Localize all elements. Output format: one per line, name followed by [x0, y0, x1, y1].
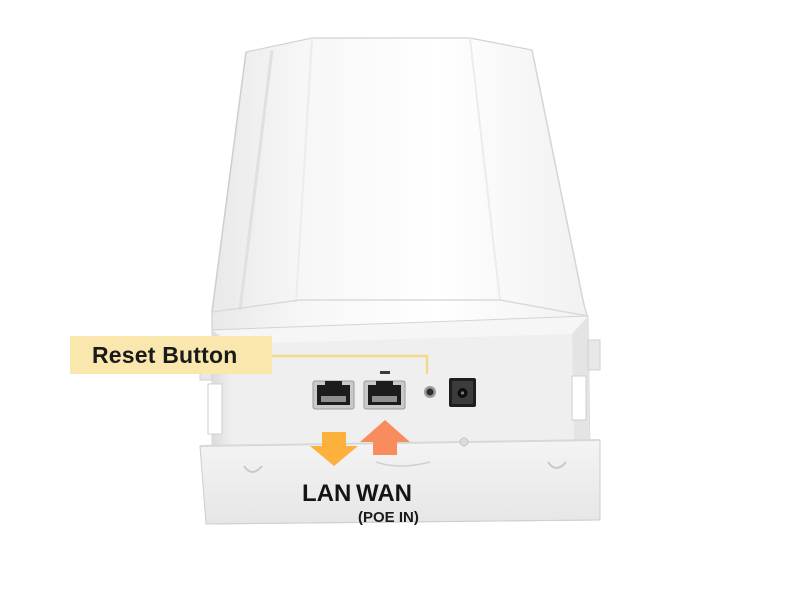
lan-port [312, 380, 355, 410]
reset-callout-line [272, 354, 429, 374]
lan-arrow [310, 432, 358, 466]
wan-arrow [360, 420, 410, 455]
reset-button [424, 386, 436, 398]
dc-power-jack [449, 378, 476, 407]
screw-hole [459, 437, 469, 447]
reset-callout-highlight [70, 336, 272, 374]
device-housing [211, 37, 589, 331]
wan-label: WAN [356, 480, 412, 507]
reset-callout [70, 336, 429, 374]
reset-button-label: Reset Button [92, 342, 238, 368]
poe-in-label: (POE IN) [358, 509, 419, 526]
lan-label: LAN [302, 480, 352, 507]
wan-port [363, 371, 406, 410]
